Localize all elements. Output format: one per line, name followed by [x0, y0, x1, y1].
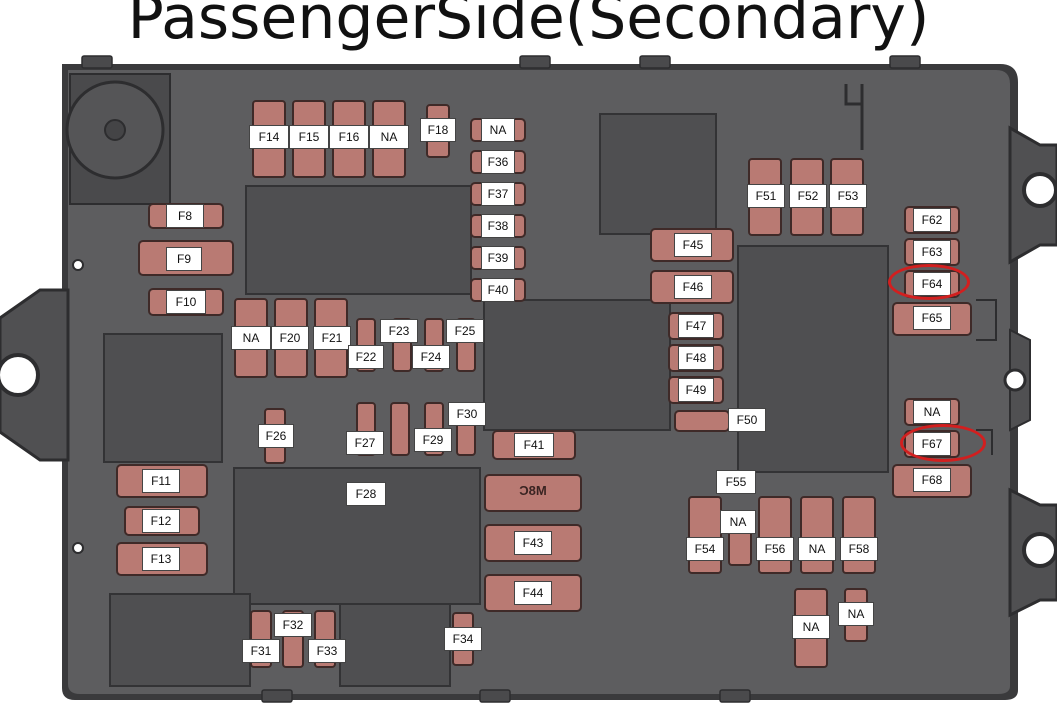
fuse-label-f44: F44 — [514, 581, 552, 605]
fuse-label-na4: NA — [913, 400, 951, 424]
fuse-label-na7: NA — [792, 615, 830, 639]
fuse-label-f22: F22 — [348, 345, 384, 369]
fuse-label-f12: F12 — [142, 509, 180, 533]
fuse-label-na3: NA — [231, 326, 271, 350]
fuse-label-f20: F20 — [271, 326, 309, 350]
fuse-label-f33: F33 — [308, 639, 346, 663]
fuse-f28b-body — [390, 402, 410, 456]
fuse-label-f24: F24 — [412, 345, 450, 369]
fuse-label-f68: F68 — [913, 468, 951, 492]
fuse-label-f48: F48 — [678, 346, 714, 370]
fuse-label-f63: F63 — [913, 240, 951, 264]
fuse-label-f54: F54 — [686, 537, 724, 561]
fuse-label-f51: F51 — [747, 184, 785, 208]
fuse-label-f29: F29 — [414, 428, 452, 452]
fuse-label-f52: F52 — [789, 184, 827, 208]
fuse-label-f18: F18 — [420, 118, 456, 142]
fuse-label-f53: F53 — [829, 184, 867, 208]
fuse-label-f47: F47 — [678, 314, 714, 338]
fuse-f50-body — [674, 410, 730, 432]
fuse-label-f39: F39 — [481, 246, 515, 270]
fuse-label-f11: F11 — [142, 469, 180, 493]
fuse-f54-body — [688, 496, 722, 574]
fuse-m8c-body — [484, 474, 582, 512]
fuse-na6-body — [800, 496, 834, 574]
fuse-label-f62: F62 — [913, 208, 951, 232]
fuse-label-f37: F37 — [481, 182, 515, 206]
fuse-label-f30: F30 — [448, 402, 486, 426]
fuse-label-f32: F32 — [274, 613, 312, 637]
fuse-label-f34: F34 — [444, 627, 482, 651]
fuse-label-f27: F27 — [346, 431, 384, 455]
fuse-label-na2: NA — [481, 118, 515, 142]
fuse-label-f65: F65 — [913, 306, 951, 330]
fuse-label-f25: F25 — [446, 319, 484, 343]
fuse-label-na8: NA — [838, 602, 874, 626]
fuse-f56-body — [758, 496, 792, 574]
fuse-label-f56: F56 — [756, 537, 794, 561]
fuse-label-f46: F46 — [674, 275, 712, 299]
fuse-label-f40: F40 — [481, 278, 515, 302]
fuse-label-f45: F45 — [674, 233, 712, 257]
fuse-label-f10: F10 — [166, 290, 206, 314]
fuse-label-na6: NA — [798, 537, 836, 561]
fuse-label-f36: F36 — [481, 150, 515, 174]
fuse-label-f14: F14 — [249, 125, 289, 149]
fuse-label-f21: F21 — [313, 326, 351, 350]
fuse-label-f41: F41 — [514, 433, 554, 457]
fuse-label-f15: F15 — [289, 125, 329, 149]
fuse-label-f26: F26 — [258, 424, 294, 448]
diagram-title: PassengerSide(Secondary) — [127, 0, 930, 53]
fuse-label-na5: NA — [720, 510, 756, 534]
fuse-label-f13: F13 — [142, 547, 180, 571]
fuse-label-f31: F31 — [242, 639, 280, 663]
fuse-label-f43: F43 — [514, 531, 552, 555]
fuse-label-na1: NA — [369, 125, 409, 149]
fuse-label-f58: F58 — [840, 537, 878, 561]
fuse-f43-body — [484, 524, 582, 562]
fuse-label-f50: F50 — [728, 408, 766, 432]
fuse-label-m8c: M8C — [519, 483, 547, 498]
fuse-label-f16: F16 — [329, 125, 369, 149]
fuse-label-f49: F49 — [678, 378, 714, 402]
highlight-ring-f64 — [888, 264, 970, 300]
fuse-label-f8: F8 — [166, 204, 204, 228]
fuse-label-f38: F38 — [481, 214, 515, 238]
fuse-label-f28: F28 — [346, 482, 386, 506]
fuse-f58-body — [842, 496, 876, 574]
fuse-label-f55: F55 — [716, 470, 756, 494]
fuse-label-f23: F23 — [380, 319, 418, 343]
highlight-ring-f67 — [900, 424, 986, 462]
fuse-label-f9: F9 — [166, 247, 202, 271]
